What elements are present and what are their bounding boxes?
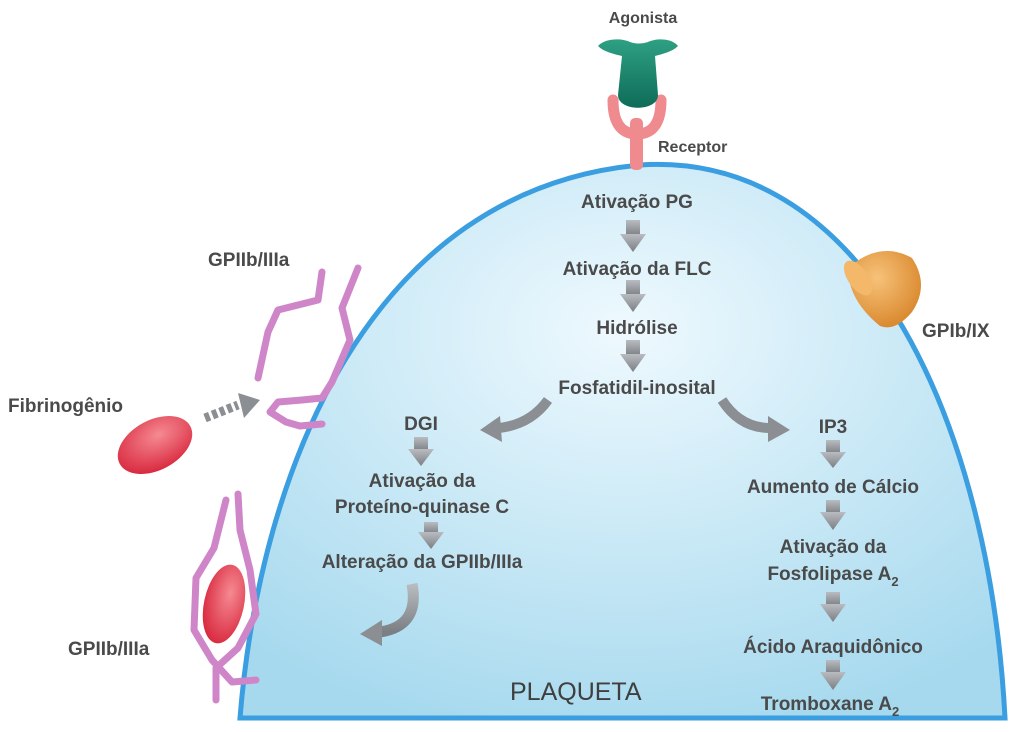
fibrinogen-label: Fibrinogênio bbox=[8, 396, 123, 417]
platelet-label: PLAQUETA bbox=[510, 678, 642, 706]
arrow-ip3-calcium bbox=[820, 440, 846, 468]
step-calcium: Aumento de Cálcio bbox=[747, 477, 919, 498]
branch-arrow-left bbox=[480, 396, 553, 442]
branch-arrow-right bbox=[717, 397, 790, 442]
step-activation-pg: Ativação PG bbox=[581, 192, 693, 213]
step-pla-line1: Ativação da bbox=[780, 537, 887, 558]
step-ip3: IP3 bbox=[819, 417, 848, 438]
receptor-icon bbox=[607, 94, 667, 170]
arrow-arachidonic-thromboxane bbox=[820, 660, 846, 690]
gpib-ix-icon bbox=[843, 250, 921, 328]
gpiib-iiia-inactive-icon bbox=[254, 264, 362, 430]
fibrinogen-icon bbox=[117, 416, 193, 474]
step-dgi: DGI bbox=[404, 414, 438, 435]
arrow-step3-step4 bbox=[620, 340, 646, 372]
arrow-step1-step2 bbox=[620, 220, 646, 252]
arrow-pkc-alteration bbox=[418, 522, 444, 549]
gpiib-iiia-active-icon bbox=[190, 490, 260, 704]
step-pkc-line2: Proteíno-quinase C bbox=[335, 497, 509, 518]
gpiib-iiia-bottom-label: GPIIb/IIIa bbox=[68, 639, 150, 660]
agonist-icon bbox=[598, 39, 678, 108]
step-pla-line2: Fosfolipase A2 bbox=[767, 564, 898, 589]
arrow-alteration-membrane bbox=[360, 582, 419, 646]
step-thromboxane: Tromboxane A2 bbox=[761, 694, 900, 719]
platelet-cell bbox=[237, 161, 1008, 721]
arrow-pla-arachidonic bbox=[820, 592, 846, 622]
step-activation-flc: Ativação da FLC bbox=[563, 259, 712, 280]
pathway-arrows bbox=[408, 220, 846, 690]
gpiib-iiia-top-label: GPIIb/IIIa bbox=[208, 250, 290, 271]
gpib-ix-label: GPIb/IX bbox=[922, 321, 990, 342]
receptor-label: Receptor bbox=[658, 139, 727, 156]
step-phosphatidylinositol: Fosfatidil-inosital bbox=[558, 378, 715, 399]
step-arachidonic-acid: Ácido Araquidônico bbox=[743, 636, 923, 658]
bound-fibrinogen-icon bbox=[202, 564, 246, 644]
arrow-calcium-pla bbox=[820, 500, 846, 530]
step-pkc-line1: Ativação da bbox=[369, 471, 476, 492]
step-alteration-gpiib: Alteração da GPIIb/IIIa bbox=[322, 552, 523, 573]
fibrinogen-arrow bbox=[203, 393, 260, 423]
arrow-dgi-pkc bbox=[408, 437, 434, 466]
arrow-step2-step3 bbox=[620, 280, 646, 312]
agonist-label: Agonista bbox=[609, 10, 678, 27]
step-hydrolysis: Hidrólise bbox=[596, 318, 677, 339]
